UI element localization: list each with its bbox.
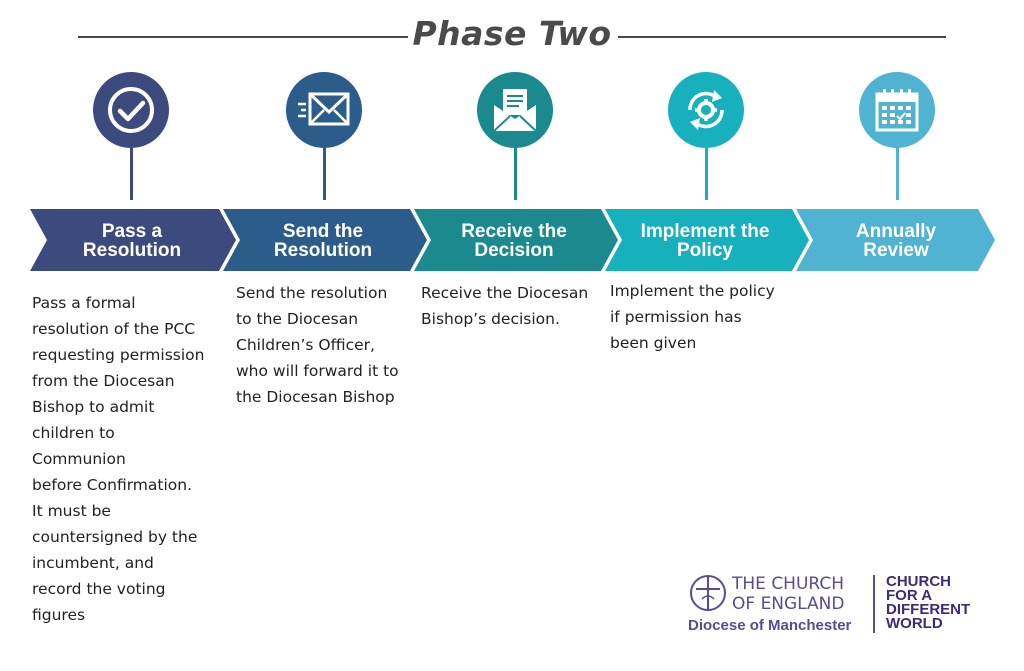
step-1-circle	[93, 72, 169, 148]
step-3-label: Receive the Decision	[461, 221, 567, 261]
gear-cycle-icon	[688, 90, 724, 130]
church-logo: THE CHURCH OF ENGLAND Diocese of Manches…	[688, 573, 988, 635]
slogan: CHURCH FOR A DIFFERENT WORLD	[886, 573, 971, 632]
diocese-name: Diocese of Manchester	[688, 617, 852, 634]
title-rule-left	[78, 36, 408, 38]
step-3-circle	[477, 72, 553, 148]
page-title: Phase Two	[412, 14, 612, 53]
step-2-label: Send the Resolution	[273, 221, 373, 261]
chevron-step-2	[223, 209, 427, 271]
step-1-label: Pass a Resolution	[82, 221, 182, 261]
step-3-stem	[514, 148, 517, 200]
step-5-label: Annually Review	[855, 221, 937, 261]
step-5-circle	[859, 72, 935, 148]
step-5-stem	[896, 148, 899, 200]
step-4-stem	[705, 148, 708, 200]
step-1-stem	[130, 148, 133, 200]
step-4-label: Implement the Policy	[640, 221, 770, 261]
step-2-circle	[286, 72, 362, 148]
church-cross-icon	[690, 575, 726, 611]
church-name: THE CHURCH OF ENGLAND	[732, 574, 845, 614]
step-2-stem	[323, 148, 326, 200]
process-chevrons	[30, 209, 995, 271]
envelope-send-icon	[298, 92, 350, 126]
chevron-step-4	[605, 209, 809, 271]
title-row: Phase Two	[78, 12, 946, 60]
open-letter-icon	[493, 89, 537, 132]
check-circle-icon	[108, 87, 154, 133]
logo-divider	[873, 575, 875, 633]
calendar-check-icon	[875, 89, 919, 132]
chevron-step-5	[796, 209, 995, 271]
chevron-step-3	[414, 209, 618, 271]
chevron-step-1	[30, 209, 236, 271]
title-rule-right	[618, 36, 946, 38]
step-4-circle	[668, 72, 744, 148]
